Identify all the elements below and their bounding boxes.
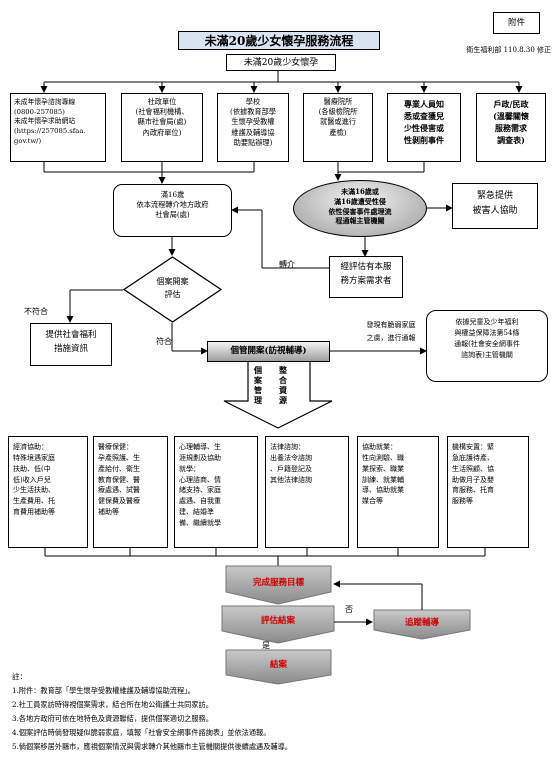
assessment-need-box: 經評估有本服 務方案需求者 (329, 256, 403, 298)
child-welfare-report-box: 依據兒童及少年福利 與權益保障法第54條 通報(社會安全網事件 諮詢表)主管機關 (426, 310, 548, 382)
note-item: 1.附件：教育部「學生懷孕受教權維護及輔導協助流程」。 (12, 686, 195, 695)
start-box: 未滿20歲少女懷孕 (226, 54, 336, 71)
case-assessment-label: 個案開案 評估 (156, 277, 189, 299)
note-item: 2.社工員家訪時得視個案需求，結合所在地公衛護士共同家訪。 (12, 700, 213, 709)
source-hotline-box: 未成年懷孕諮詢專線 (0800-257085) 未成年懷孕求助網站 (https… (10, 93, 106, 162)
source-hospital-box: 醫療院所 (各級檢院所 就醫或進行 產檢) (303, 93, 373, 162)
source-social-unit-box: 社政單位 (社會福利機構、 縣市社會局(處) 內政府單位) (121, 93, 203, 162)
notes-list: 1.附件：教育部「學生懷孕受教權維護及輔導協助流程」。 2.社工員家訪時得視個案… (12, 684, 552, 754)
welfare-info-box: 提供社會福利 措施資訊 (30, 323, 112, 366)
not-eligible-label: 不符合 (24, 307, 48, 316)
source-household-box: 戶政/民政 (溫馨關懷 服務需求 調查表) (476, 93, 546, 162)
assess-close-label: 評估結案 (260, 616, 295, 626)
source-school-box: 學校 (依據教育部學 生懷孕受教權 維護及輔導協 助要點辦理) (217, 93, 289, 162)
service-legal-box: 法律諮詢： 出養法令諮詢 、戶籍登記及 其他法律諮詢 (265, 436, 349, 548)
attachment-label: 附件 (493, 12, 540, 34)
version-note: 衛生福利部 110.8.30 修正 (466, 46, 551, 54)
note-item: 4.個案評估時倘發現疑似脆弱家庭，填報「社會安全網事件諮詢表」並依法通報。 (12, 728, 271, 737)
integrate-resources-label: 整 合 資 源 (279, 365, 287, 405)
service-employment-box: 協助就業： 性向測驗、職 業探索、職業 訓練、就業輔 導、協助就業 媒合等 (357, 436, 439, 548)
sexual-assault-case-oval: 未滿16歲或 滿16歲遭受性侵 依性侵害事件處理流 程通報主管機關 (293, 180, 427, 237)
case-closed-label: 結案 (269, 660, 287, 670)
page-title: 未滿20歲少女懷孕服務流程 (178, 31, 380, 50)
eligible-label: 符合 (156, 337, 172, 346)
service-economic-box: 經濟協助： 特殊境遇家庭 扶助、低(中 低)收入戶兒 少生活扶助、 生產費用、托… (8, 436, 88, 548)
source-professional-box: 專業人員知 悉或查獲兒 少性侵害或 性剝削事件 (387, 93, 461, 162)
vulnerable-family-note: 發現有脆弱家庭 之虞，進行通報 (366, 321, 416, 343)
notes-title: 註： (12, 672, 27, 681)
yes-branch-label: 是 (262, 641, 270, 650)
service-placement-box: 機構安置：緊 急庇護待產、 生活照顧、協 助做月子及嬰 育服務、托育 服務等 (447, 436, 529, 548)
goal-complete-label: 完成服務目標 (252, 578, 304, 588)
no-branch-label: 否 (345, 605, 353, 614)
referral-label: 轉介 (279, 260, 295, 269)
emergency-assist-box: 緊急提供 被害人協助 (452, 183, 538, 229)
service-medical-box: 醫療保健： 孕產照護、生 產給付、衛生 教育保健、醫 療處遇、試醫 健保費及醫療… (93, 436, 168, 548)
note-item: 5.倘個案移居外縣市，應視個案情況與需求轉介其他縣市主管機關提供後續處遇及輔導。 (12, 742, 292, 751)
big-down-arrow (223, 362, 333, 429)
age16-referral-box: 滿16歲 依本流程轉介地方政府 社會局(處) (113, 184, 232, 237)
note-item: 3.各地方政府可依在地特色及資源聯結，提供個案適切之服務。 (12, 714, 213, 723)
case-open-box: 個管開案(訪視輔導) (207, 341, 330, 362)
followup-label: 追蹤輔導 (404, 618, 439, 628)
case-management-label: 個 案 管 理 (254, 365, 262, 405)
case-assessment-diamond: 個案開案 評估 (123, 256, 222, 323)
service-counseling-box: 心理輔導、生 涯規劃及協助 就學： 心理諮商、情 緒支持、家庭 處遇、自我重 建… (174, 436, 258, 548)
